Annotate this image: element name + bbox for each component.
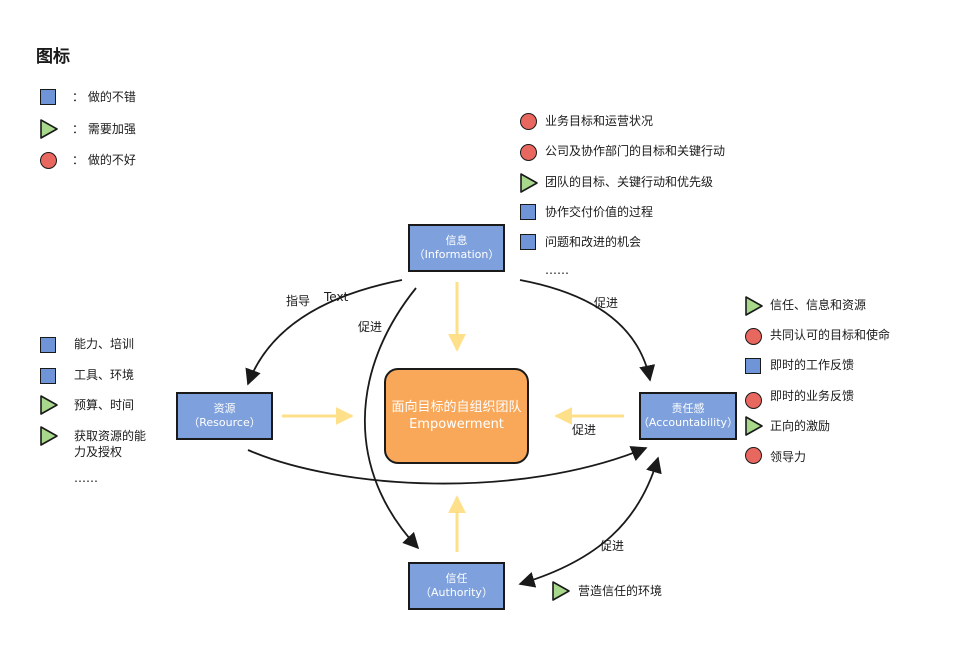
authority-list-item: 营造信任的环境	[578, 584, 663, 598]
accountability-list-item: 即时的业务反馈	[770, 389, 855, 403]
node-information-title: 信息	[445, 234, 468, 247]
triangle-icon	[520, 173, 538, 193]
edge-label-promote-left: 促进	[358, 320, 383, 334]
node-empowerment: 面向目标的自组织团队 Empowerment	[384, 368, 529, 464]
node-information-subtitle: （Information）	[413, 248, 500, 261]
legend-label-bad: ： 做的不好	[72, 153, 136, 167]
resource-list-item: 获取资源的能	[74, 429, 147, 443]
triangle-icon	[40, 426, 58, 446]
node-accountability-title: 责任感	[671, 402, 705, 415]
info-list-more: ……	[545, 263, 569, 277]
accountability-list-item: 正向的激励	[770, 419, 831, 433]
circle-icon	[745, 447, 762, 464]
info-list-item: 协作交付价值的过程	[545, 205, 654, 219]
circle-icon	[745, 392, 762, 409]
square-icon	[40, 368, 56, 384]
legend-title: 图标	[36, 47, 70, 67]
edge-label-guide: 指导	[286, 294, 311, 308]
triangle-icon	[40, 395, 58, 415]
triangle-icon	[552, 581, 570, 601]
node-resource-title: 资源	[213, 402, 236, 415]
node-resource-subtitle: （Resource）	[188, 416, 261, 429]
arrow-authority-accountability	[518, 456, 662, 588]
triangle-icon	[745, 296, 763, 316]
info-list-item: 公司及协作部门的目标和关键行动	[545, 144, 726, 158]
resource-list-item: 工具、环境	[74, 368, 135, 382]
edge-label-promote-center: 促进	[572, 423, 597, 437]
arrow-info-to-accountability	[519, 279, 656, 382]
node-empowerment-subtitle: Empowerment	[409, 417, 504, 432]
resource-list-item: 能力、培训	[74, 337, 135, 351]
accountability-list-item: 信任、信息和资源	[770, 298, 867, 312]
arrow-info-to-authority	[363, 287, 420, 550]
legend-label-improve: ： 需要加强	[72, 122, 136, 136]
node-accountability: 责任感 （Accountability）	[637, 392, 739, 440]
triangle-icon	[745, 416, 763, 436]
node-authority-subtitle: （Authority）	[420, 586, 493, 599]
circle-icon	[745, 328, 762, 345]
resource-list-more: ……	[74, 471, 98, 485]
node-empowerment-title: 面向目标的自组织团队	[391, 400, 522, 415]
accountability-list-item: 共同认可的目标和使命	[770, 328, 891, 342]
circle-icon	[520, 113, 537, 130]
resource-list-item: 力及授权	[74, 445, 123, 459]
accountability-list-item: 领导力	[770, 450, 807, 464]
node-authority-title: 信任	[445, 572, 468, 585]
legend-square-icon	[40, 89, 56, 105]
node-information: 信息 （Information）	[408, 224, 505, 272]
info-list-item: 团队的目标、关键行动和优先级	[545, 175, 714, 189]
accountability-list-item: 即时的工作反馈	[770, 358, 855, 372]
legend-triangle-icon	[40, 119, 58, 139]
node-accountability-subtitle: （Accountability）	[637, 416, 739, 429]
square-icon	[40, 337, 56, 353]
circle-icon	[520, 144, 537, 161]
arrow-info-to-resource	[245, 279, 403, 386]
node-resource: 资源 （Resource）	[176, 392, 273, 440]
info-list-item: 问题和改进的机会	[545, 235, 642, 249]
edge-label-promote-bottom: 促进	[600, 539, 625, 553]
node-authority: 信任 （Authority）	[408, 562, 505, 610]
edge-label-promote-right: 促进	[594, 296, 619, 310]
legend-label-good: ： 做的不错	[72, 90, 136, 104]
resource-list-item: 预算、时间	[74, 398, 135, 412]
edge-label-text: Text	[324, 290, 349, 304]
square-icon	[520, 204, 536, 220]
square-icon	[745, 358, 761, 374]
legend-circle-icon	[40, 152, 57, 169]
info-list-item: 业务目标和运营状况	[545, 114, 654, 128]
square-icon	[520, 234, 536, 250]
